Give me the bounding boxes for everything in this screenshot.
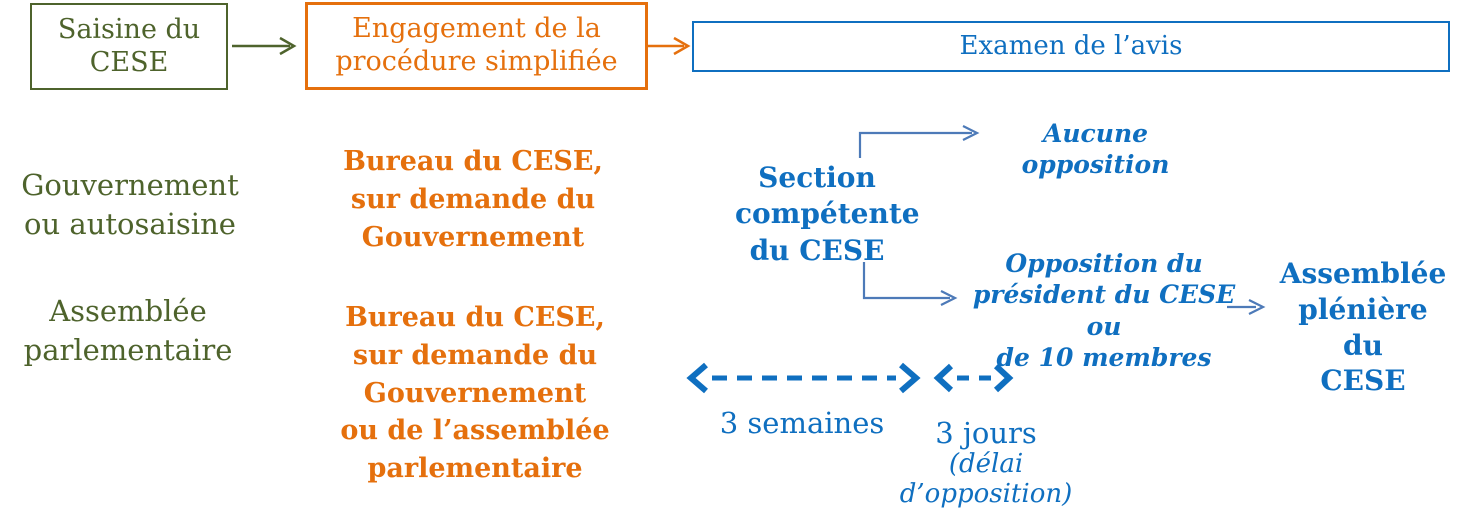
engagement-to-examen-arrow (648, 36, 691, 56)
bureau-government-case-label: Bureau du CESE, sur demande du Gouvernem… (343, 146, 603, 253)
saisine-du-cese-label: Saisine du CESE (57, 13, 201, 78)
three-weeks-label: 3 semaines (719, 406, 885, 440)
opposition-label: Opposition du président du CESE ou de 10… (972, 249, 1236, 372)
three-days-label: 3 jours (935, 416, 1037, 450)
three-days-block: 3 jours (délai d’opposition) (861, 416, 1111, 508)
section-competente-label: Section compétente du CESE (735, 161, 920, 267)
origin-government-label: Gouvernement ou autosaisine (21, 168, 239, 241)
saisine-du-cese-box: Saisine du CESE (30, 3, 228, 90)
saisine-to-engagement-arrow (232, 36, 297, 56)
engagement-procedure-label: Engagement de la procédure simplifiée (335, 13, 618, 77)
no-opposition-label: Aucune opposition (1021, 119, 1170, 180)
engagement-procedure-box: Engagement de la procédure simplifiée (305, 2, 648, 90)
section-to-no-opposition-connector (858, 125, 980, 158)
plenary-assembly-label: Assemblée plénière du CESE (1279, 257, 1447, 398)
examen-avis-label: Examen de l’avis (959, 30, 1183, 61)
origin-assembly-label: Assemblée parlementaire (23, 294, 233, 367)
opposition-delay-note: (délai d’opposition) (899, 449, 1073, 508)
three-weeks-span-arrow (686, 362, 921, 394)
bureau-assembly-case-label: Bureau du CESE, sur demande du Gouvernem… (340, 302, 610, 485)
examen-avis-box: Examen de l’avis (692, 21, 1450, 72)
